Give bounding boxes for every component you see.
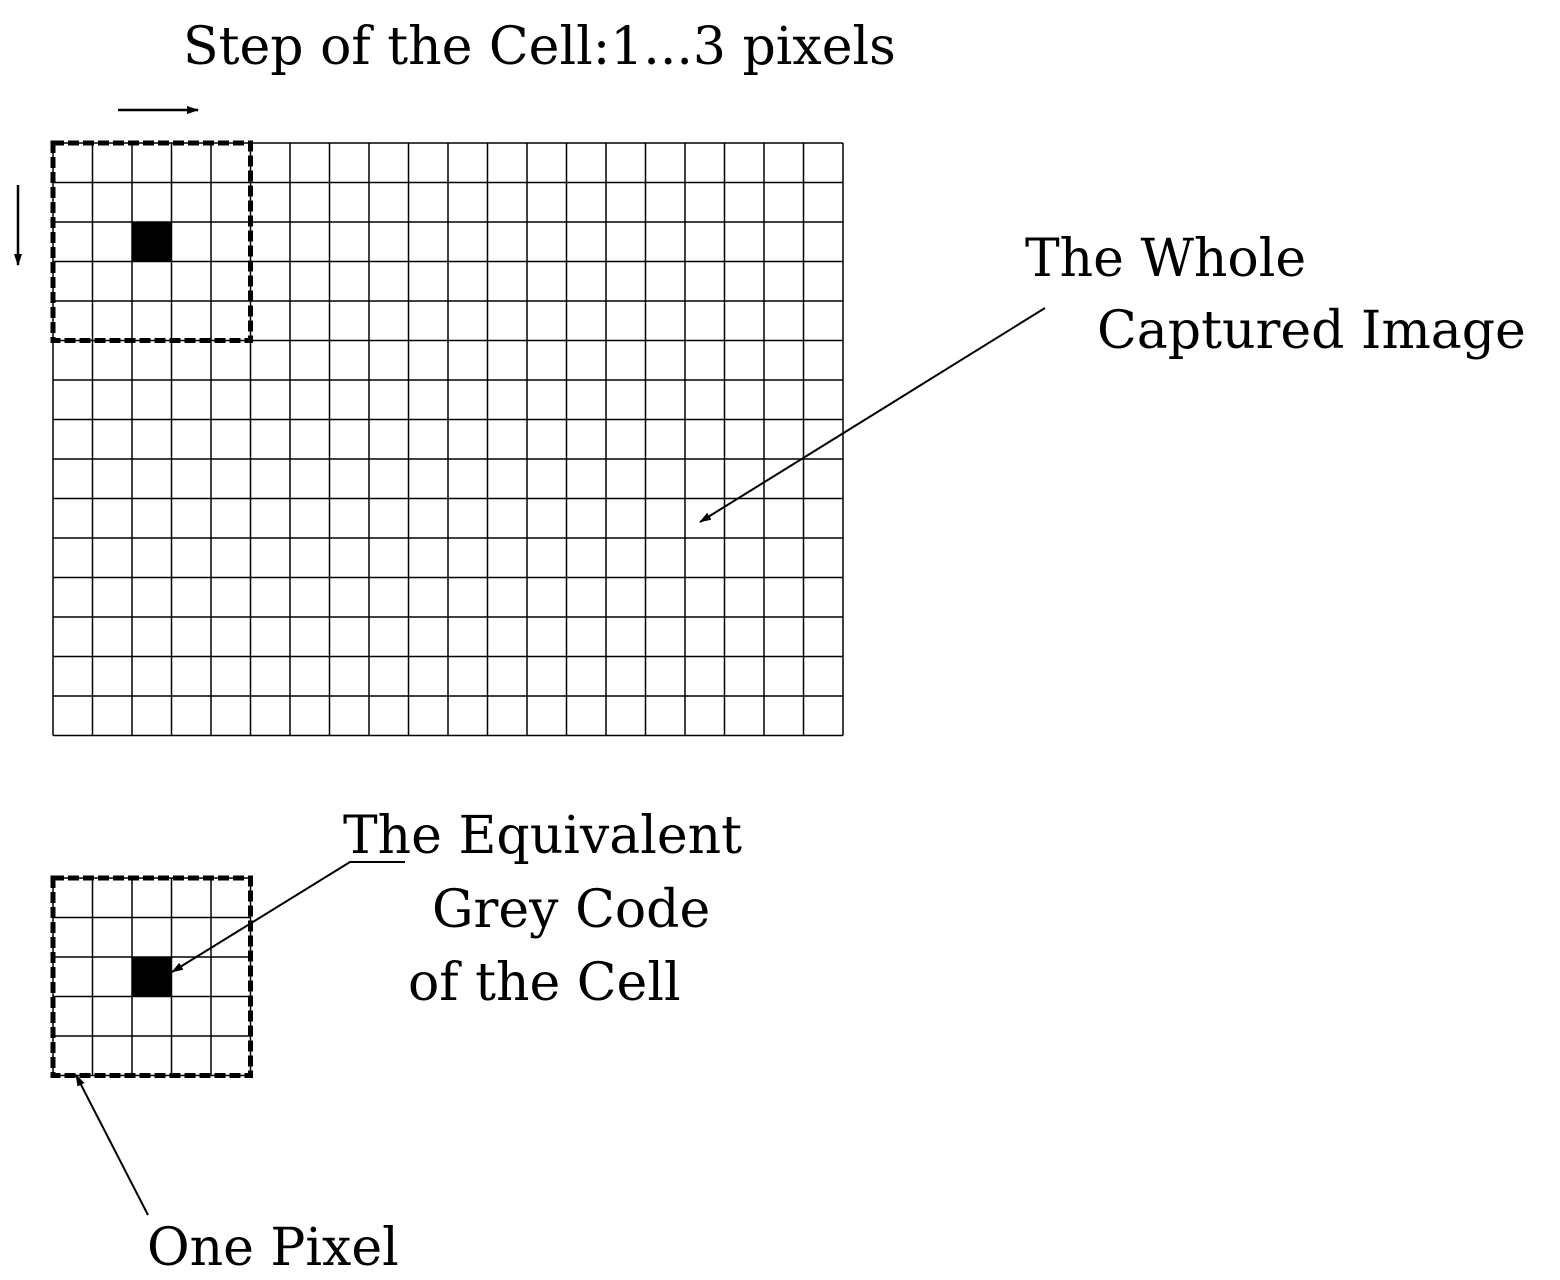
whole-image-label-line1: The Whole bbox=[1025, 229, 1306, 289]
equivalent-label-line2: Grey Code bbox=[432, 880, 710, 940]
center-pixel bbox=[132, 222, 172, 262]
sliding-cell-window bbox=[50, 140, 253, 343]
whole-image-pointer-arrow bbox=[699, 307, 1046, 523]
whole-captured-image-grid bbox=[52, 142, 844, 737]
grey-code-pointer-arrow bbox=[171, 861, 405, 973]
equivalent-label-line3: of the Cell bbox=[408, 953, 681, 1013]
cell-window-border bbox=[50, 140, 253, 343]
one-pixel-pointer-arrow bbox=[75, 1074, 149, 1216]
one-pixel-label: One Pixel bbox=[147, 1218, 399, 1278]
cell-border bbox=[50, 875, 253, 1078]
equivalent-label-line1: The Equivalent bbox=[343, 806, 742, 866]
step-label: Step of the Cell:1...3 pixels bbox=[183, 17, 896, 77]
whole-image-label-line2: Captured Image bbox=[1097, 301, 1526, 361]
equivalent-cell-grid bbox=[50, 875, 253, 1078]
grey-code-pixel bbox=[132, 957, 172, 997]
